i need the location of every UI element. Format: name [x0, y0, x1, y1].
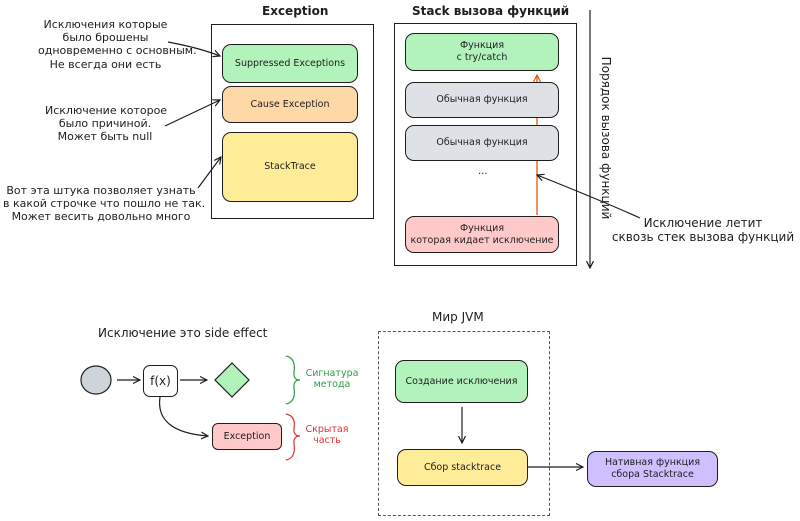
native-function-line-1: Нативная функция — [604, 457, 701, 469]
stack-frame-normal-2: Обычная функция — [405, 125, 559, 161]
signature-line-2: метода — [313, 379, 351, 391]
cause-exception-box: Cause Exception — [222, 86, 358, 123]
cause-exception-label: Cause Exception — [250, 98, 330, 110]
stack-frame-thrower: Функция которая кидает исключение — [405, 216, 559, 253]
stacktrace-label: StackTrace — [264, 161, 316, 173]
note-cause: Исключение которое было причиной. Может … — [45, 104, 168, 144]
note-stacktrace-line-3: Может весить довольно много — [11, 210, 191, 224]
note-cause-line-1: Исключение которое — [45, 104, 168, 117]
note-stacktrace: Вот эта штука позволяет узнать в какой с… — [3, 184, 206, 224]
arrow-note-suppressed — [167, 41, 220, 56]
stack-frame-normal-1-label: Обычная функция — [436, 94, 528, 106]
note-suppressed-line-3: одновременно с основным. — [38, 44, 197, 58]
jvm-title: Мир JVM — [432, 310, 484, 324]
collect-stacktrace-box: Сбор stacktrace — [397, 449, 528, 486]
stack-panel-title: Stack вызова функций — [412, 4, 570, 18]
arrow-function-to-exception — [159, 396, 208, 436]
hidden-line-1: Скрытая — [305, 424, 349, 435]
arrow-flight-note — [537, 175, 641, 219]
note-flight-line-2: сквозь стек вызова функций — [611, 230, 795, 245]
signature-label: Сигнатура метода — [304, 368, 360, 391]
note-flight-line-1: Исключение летит — [643, 216, 763, 230]
note-stacktrace-line-1: Вот эта штука позволяет узнать — [6, 184, 196, 197]
stack-frame-try-catch: Функция с try/catch — [405, 33, 559, 71]
hidden-label: Скрытая часть — [302, 424, 352, 447]
signature-line-1: Сигнатура — [305, 368, 359, 379]
create-exception-box: Создание исключения — [395, 360, 528, 403]
brace-hidden — [285, 413, 301, 461]
arrow-note-stacktrace — [197, 157, 221, 189]
exception-box: Exception — [212, 423, 282, 450]
native-function-box: Нативная функция сбора Stacktrace — [587, 451, 718, 487]
suppressed-exceptions-label: Suppressed Exceptions — [234, 57, 346, 69]
stack-ellipsis: ... — [478, 166, 488, 177]
collect-stacktrace-label: Сбор stacktrace — [423, 461, 502, 473]
arrow-note-cause — [164, 100, 220, 127]
stack-frame-try-catch-line-1: Функция — [459, 40, 505, 52]
note-suppressed-line-2: было брошены — [62, 31, 149, 45]
note-cause-line-2: было причиной. — [58, 117, 152, 131]
note-cause-line-3: Может быть null — [57, 130, 153, 144]
suppressed-exceptions-box: Suppressed Exceptions — [222, 44, 358, 83]
note-stacktrace-line-2: в какой строчке что пошло не так. — [3, 197, 206, 211]
side-effect-title: Исключение это side effect — [98, 326, 268, 340]
exception-panel-title: Exception — [262, 4, 329, 18]
stack-frame-normal-2-label: Обычная функция — [436, 137, 528, 149]
input-circle — [80, 365, 112, 395]
native-function-line-2: сбора Stacktrace — [611, 469, 694, 480]
stack-frame-thrower-line-2: которая кидает исключение — [410, 234, 554, 246]
note-flight: Исключение летит сквозь стек вызова функ… — [608, 216, 798, 245]
hidden-line-2: часть — [313, 435, 341, 447]
call-order-label: Порядок вызова функций — [599, 56, 614, 220]
brace-signature — [285, 355, 301, 405]
stack-frame-try-catch-line-2: с try/catch — [456, 52, 508, 63]
stack-frame-thrower-line-1: Функция — [459, 222, 505, 234]
note-suppressed-line-4: Не всегда они есть — [49, 57, 162, 71]
stack-panel — [394, 23, 577, 266]
jvm-panel — [378, 331, 550, 516]
result-diamond — [214, 362, 250, 398]
exception-label: Exception — [223, 430, 271, 442]
stack-frame-normal-1: Обычная функция — [405, 82, 559, 118]
create-exception-label: Создание исключения — [405, 375, 518, 387]
note-suppressed: Исключения которые было брошены одноврем… — [38, 18, 197, 71]
stacktrace-box: StackTrace — [222, 132, 358, 202]
exception-panel — [211, 24, 374, 219]
function-label: f(x) — [150, 373, 171, 388]
function-box: f(x) — [143, 365, 178, 397]
note-suppressed-line-1: Исключения которые — [43, 18, 168, 31]
